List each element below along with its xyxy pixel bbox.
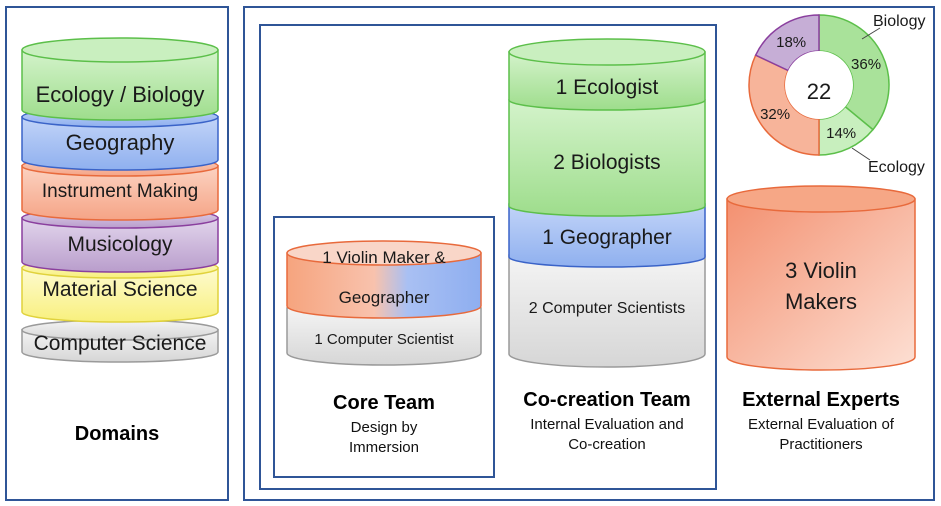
- biology-leader-line: [861, 27, 881, 40]
- external-experts-cylinder: [726, 185, 916, 371]
- domains-panel: [5, 6, 229, 501]
- external-members-line2: Makers: [785, 289, 857, 314]
- legend-biology: Biology: [873, 13, 925, 30]
- cocreation-subtitle-line2: Co-creation: [568, 436, 646, 453]
- external-experts-subtitle-line2: Practitioners: [779, 436, 863, 453]
- core-team-title: Core Team: [333, 392, 435, 414]
- domains-title: Domains: [74, 423, 160, 445]
- legend-ecology: Ecology: [868, 159, 925, 176]
- ecology-leader-line: [851, 147, 871, 161]
- donut-value-label-2: 32%: [760, 106, 790, 123]
- cocreation-panel: [259, 24, 717, 490]
- donut-hole: [785, 51, 853, 119]
- donut-value-label-3: 18%: [776, 34, 806, 51]
- cocreation-member-geographer: 1 Geographer: [542, 226, 672, 249]
- cocreation-caption: Co-creation Team Internal Evaluation and…: [499, 389, 715, 455]
- core-team-cylinder: [286, 240, 482, 366]
- domain-layer-computer-science: Computer Science: [34, 332, 207, 355]
- core-team-caption: Core Team Design by Immersion: [273, 392, 495, 458]
- core-team-subtitle-line2: Immersion: [348, 439, 419, 456]
- donut-total: 22: [807, 79, 831, 104]
- core-member-computer-scientist: 1 Computer Scientist: [314, 331, 454, 348]
- cocreation-member-ecologist: 1 Ecologist: [556, 76, 659, 99]
- teams-panel: [243, 6, 935, 501]
- external-members-line1: 3 Violin: [785, 258, 857, 283]
- domain-layer-ecology: Ecology / Biology: [36, 82, 205, 107]
- core-team-subtitle-line1: Design by: [350, 419, 418, 436]
- cocreation-cylinder: [508, 38, 706, 368]
- domain-layer-musicology: Musicology: [67, 233, 173, 256]
- donut-value-label-1: 14%: [826, 125, 856, 142]
- core-member-violin-maker: 1 Violin Maker &: [322, 248, 446, 267]
- team-composition-donut: 36% 14% 32% 18%: [748, 14, 890, 156]
- external-experts-title: External Experts: [742, 389, 900, 411]
- core-team-panel: [273, 216, 495, 478]
- external-experts-caption: External Experts External Evaluation of …: [719, 389, 923, 455]
- cocreation-title: Co-creation Team: [523, 389, 691, 411]
- cocreation-member-computer-scientists: 2 Computer Scientists: [529, 300, 686, 317]
- cocreation-subtitle-line1: Internal Evaluation and: [530, 416, 684, 433]
- domains-cylinder: [21, 37, 219, 363]
- domain-layer-instrument-making: Instrument Making: [42, 181, 198, 202]
- donut-value-label-0: 36%: [851, 56, 881, 73]
- external-experts-subtitle-line1: External Evaluation of: [748, 416, 894, 433]
- domain-layer-geography: Geography: [66, 130, 175, 155]
- core-member-geographer: Geographer: [339, 288, 430, 307]
- domains-caption: Domains: [5, 423, 229, 446]
- cocreation-member-biologists: 2 Biologists: [553, 151, 660, 174]
- domain-layer-material-science: Material Science: [42, 278, 197, 301]
